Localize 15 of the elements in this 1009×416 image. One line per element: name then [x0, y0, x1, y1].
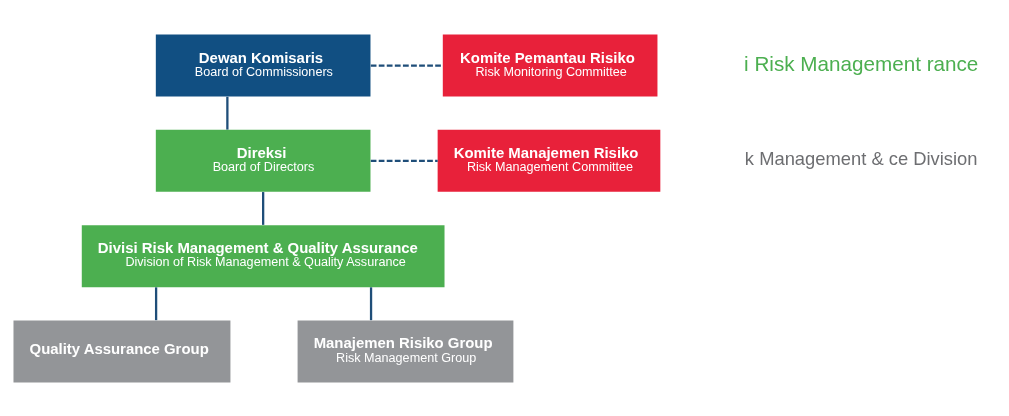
connector — [154, 286, 158, 320]
label: i Risk Management rance — [744, 51, 979, 75]
connector — [370, 63, 443, 67]
node-box: Komite Manajemen Risiko Risk Management Committee — [437, 129, 661, 192]
connector — [262, 191, 265, 225]
node-box: Manajemen Risiko Group Risk Management Group — [297, 319, 514, 382]
connector — [226, 96, 229, 130]
connector — [370, 159, 438, 162]
node-box: Quality Assurance Group — [13, 319, 231, 382]
connector — [369, 286, 373, 320]
node-box: Komite Pemantau Risiko Risk Monitoring Committee — [442, 34, 658, 97]
label: k Management & ce Division — [744, 147, 978, 169]
node-box: Divisi Risk Management & Quality Assurance Division of Risk Management & Quality Assurance — [81, 224, 445, 287]
node-box: Dewan Komisaris Board of Commissioners — [155, 34, 371, 97]
node-box: Direksi Board of Directors — [155, 129, 371, 192]
